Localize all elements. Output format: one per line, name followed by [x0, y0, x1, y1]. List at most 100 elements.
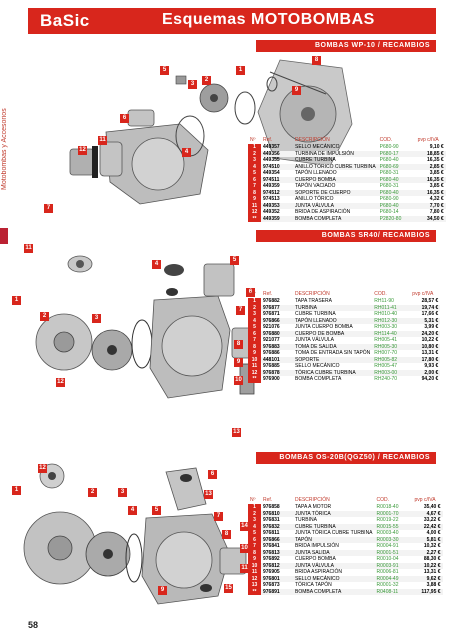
part-ref: 449352 [263, 209, 280, 215]
part-ref: 976900 [263, 376, 280, 382]
callout-badge: 6 [246, 288, 255, 297]
row-number: 6 [248, 330, 261, 337]
part-code: P680-31 [379, 183, 399, 189]
part-price: 7,70 € [415, 202, 446, 209]
part-ref: 976810 [261, 510, 293, 517]
table-header-row: Nº Ref. DESCRIPCIÓN COD. pvp c/IVA [248, 136, 446, 144]
part-code: RH005-82 [372, 356, 411, 363]
part-ref: 976841 [263, 543, 280, 549]
row-number: 7 [248, 337, 261, 344]
row-number: 8 [248, 549, 261, 556]
part-description: CUERPO DE BOMBA [293, 330, 373, 337]
row-number: ** [248, 376, 261, 383]
callout-badge: 9 [158, 586, 167, 595]
row-number: 9 [248, 196, 261, 203]
row-number: 12 [248, 369, 261, 376]
part-description: CUBRE TURBINA [295, 311, 336, 317]
part-price: 16,35 € [415, 189, 446, 196]
part-code: RH114-40 [372, 330, 411, 337]
part-price: 18,85 € [415, 150, 446, 157]
part-description: SELLO MECÁNICO [293, 575, 375, 582]
callout-badge: 1 [236, 66, 245, 75]
row-number: 9 [248, 350, 261, 357]
part-code: R0004-91 [376, 543, 399, 549]
row-number: 12 [248, 209, 261, 216]
column-header-ref: Ref. [263, 291, 273, 297]
wp10-parts-illustration [69, 59, 353, 205]
callout-badge: 8 [234, 340, 243, 349]
part-code: RH003-30 [374, 324, 398, 330]
part-price: 10,80 € [410, 343, 441, 350]
part-price: 9,10 € [429, 144, 444, 150]
row-number: 11 [248, 569, 261, 576]
part-code: R0018-40 [376, 504, 399, 510]
row-number: 1 [248, 298, 261, 305]
part-description: TURBINA DE IMPULSIÓN [293, 150, 378, 157]
part-code: RH005-47 [374, 363, 398, 369]
part-price: 4,00 € [426, 530, 441, 536]
part-code: R0010-04 [376, 556, 399, 562]
part-description: BOMBA COMPLETA [295, 376, 342, 382]
part-ref: 976871 [263, 311, 280, 317]
callout-badge: 3 [118, 488, 127, 497]
part-ref: 449357 [263, 144, 280, 150]
part-description: JUNTA TÓRICA [293, 510, 375, 517]
part-code: P2820-80 [377, 215, 416, 222]
part-ref: 974511 [261, 176, 293, 183]
part-code: R0003-40 [376, 530, 399, 536]
part-price: 2,85 € [415, 163, 446, 170]
part-price: 10,32 € [423, 543, 441, 549]
part-code: P680-40 [377, 202, 416, 209]
section-3-heading: BOMBAS OS-20B(QGZ50) / RECAMBIOS [256, 452, 436, 464]
callout-badge: 6 [120, 114, 129, 123]
part-price: 10,22 € [412, 562, 443, 569]
row-number: 8 [248, 343, 261, 350]
column-header-code: COD. [376, 497, 390, 503]
part-description: JUNTA TÓRICA CUBRE TURBINA [295, 530, 373, 536]
column-header-description: DESCRIPCIÓN [295, 291, 330, 297]
row-number: 1 [248, 504, 261, 511]
callout-badge: 8 [312, 56, 321, 65]
part-price: 3,85 € [429, 183, 444, 189]
callout-badge: 11 [98, 136, 107, 145]
part-ref: 976801 [261, 575, 293, 582]
part-price: 9,93 € [424, 363, 439, 369]
part-price: 19,74 € [410, 304, 441, 311]
part-price: 4,67 € [412, 510, 443, 517]
part-code: R0001-70 [374, 510, 413, 517]
row-number: 11 [248, 363, 261, 370]
part-description: TOMA DE SALIDA [293, 343, 373, 350]
part-description: JUNTA VÁLVULA [293, 202, 378, 209]
row-number: 9 [248, 556, 261, 563]
callout-badge: 3 [188, 80, 197, 89]
part-description: SOPORTE [293, 356, 373, 363]
part-code: P680-31 [379, 170, 399, 176]
row-number: ** [248, 588, 261, 595]
page-number: 58 [28, 620, 39, 630]
part-price: 5,31 € [410, 317, 441, 324]
part-price: 10,22 € [421, 337, 439, 343]
row-number: 6 [248, 536, 261, 543]
callout-badge: 11 [240, 564, 249, 573]
column-header-price: pvp c/IVA [412, 291, 434, 297]
part-price: 24,20 € [410, 330, 441, 337]
part-ref: 921076 [263, 324, 280, 330]
part-code: RH011-41 [372, 304, 411, 311]
